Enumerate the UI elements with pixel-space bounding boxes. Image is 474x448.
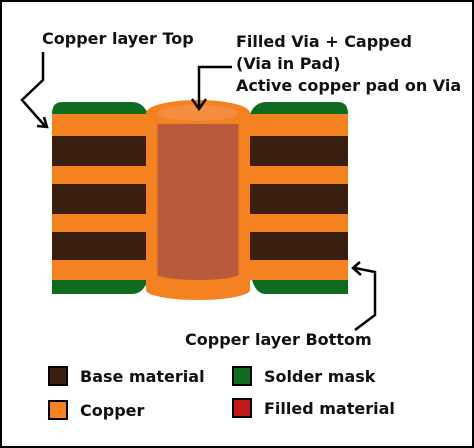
arrow-copper-top bbox=[20, 52, 46, 127]
label-via-line-3: Active copper pad on Via bbox=[236, 76, 462, 95]
label-via-line-2: (Via in Pad) bbox=[236, 54, 341, 73]
label-via-line-1: Filled Via + Capped bbox=[236, 32, 412, 51]
right-stack bbox=[248, 102, 348, 294]
legend-swatch-copper bbox=[48, 400, 68, 420]
left-base-layer-1 bbox=[52, 136, 148, 166]
right-base-layer-3 bbox=[248, 232, 348, 260]
legend-item-base-material: Base material bbox=[48, 366, 205, 386]
legend-swatch-base-material bbox=[48, 366, 68, 386]
legend-label-base-material: Base material bbox=[80, 366, 205, 386]
via-fill-core bbox=[157, 124, 239, 274]
legend-item-copper: Copper bbox=[48, 400, 144, 420]
arrow-via bbox=[197, 65, 232, 107]
legend-swatch-solder-mask bbox=[232, 366, 252, 386]
via-fill-bottom bbox=[157, 268, 239, 280]
left-copper-bottom bbox=[52, 260, 148, 280]
left-copper-top bbox=[52, 114, 148, 136]
right-copper-top bbox=[248, 114, 348, 136]
arrow-copper-top-head bbox=[36, 116, 49, 129]
right-copper-bottom bbox=[248, 260, 348, 280]
label-copper-layer-bottom: Copper layer Bottom bbox=[185, 330, 372, 349]
via-top-cap-highlight bbox=[158, 105, 238, 121]
left-copper-inner-1 bbox=[52, 166, 148, 184]
arrow-via-head bbox=[190, 98, 208, 112]
legend-item-solder-mask: Solder mask bbox=[232, 366, 375, 386]
arrow-copper-bottom bbox=[354, 266, 377, 331]
legend-label-solder-mask: Solder mask bbox=[264, 366, 376, 386]
left-copper-inner-2 bbox=[52, 214, 148, 232]
arrow-copper-bottom-head bbox=[351, 261, 362, 276]
via-bottom-cap bbox=[146, 280, 250, 300]
callout-arrows bbox=[20, 52, 377, 331]
label-copper-layer-top: Copper layer Top bbox=[42, 29, 194, 48]
right-base-layer-2 bbox=[248, 184, 348, 214]
filled-via bbox=[146, 100, 250, 300]
right-copper-inner-1 bbox=[248, 166, 348, 184]
left-stack bbox=[52, 102, 148, 294]
right-copper-inner-2 bbox=[248, 214, 348, 232]
right-base-layer-1 bbox=[248, 136, 348, 166]
legend-swatch-filled-material bbox=[232, 398, 252, 418]
label-filled-via: Filled Via + Capped (Via in Pad) Active … bbox=[236, 31, 461, 97]
right-bottom-solder-mask bbox=[252, 280, 348, 294]
legend-label-filled-material: Filled material bbox=[264, 398, 395, 418]
legend-item-filled-material: Filled material bbox=[232, 398, 395, 418]
left-bottom-solder-mask bbox=[52, 280, 148, 294]
legend-label-copper: Copper bbox=[80, 400, 145, 420]
right-top-solder-mask bbox=[250, 102, 348, 114]
left-top-solder-mask bbox=[52, 102, 148, 114]
left-base-layer-3 bbox=[52, 232, 148, 260]
left-base-layer-2 bbox=[52, 184, 148, 214]
